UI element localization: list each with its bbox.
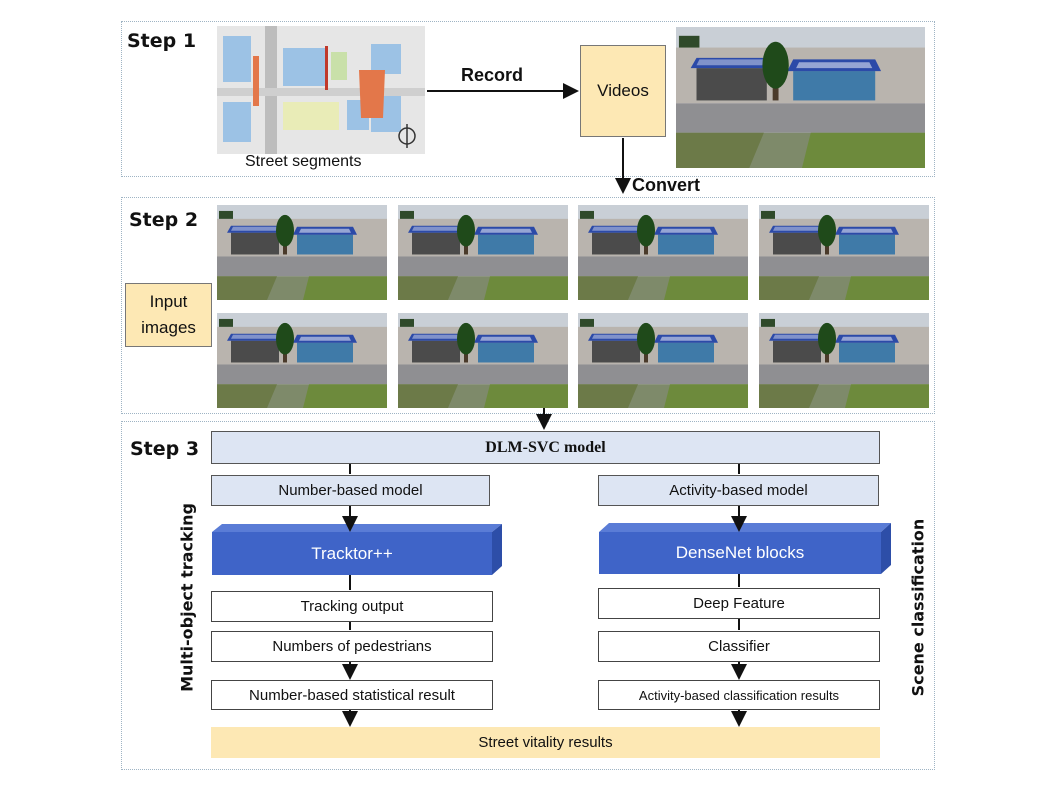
frame-image	[759, 313, 929, 408]
dlm-svc-model-box: DLM-SVC model	[211, 431, 880, 464]
frame-image	[578, 313, 748, 408]
densenet-block	[599, 523, 891, 574]
deep-feature-box: Deep Feature	[598, 588, 880, 619]
step2-panel	[121, 197, 935, 414]
videos-box: Videos	[580, 45, 666, 137]
classifier-box: Classifier	[598, 631, 880, 662]
activity-classification-result-box: Activity-based classification results	[598, 680, 880, 710]
street-scene-image	[676, 27, 925, 168]
input-images-box: Input images	[125, 283, 212, 347]
step3-title: Step 3	[130, 438, 200, 460]
street-map-image	[217, 26, 425, 154]
frame-image	[217, 313, 387, 408]
frame-image	[398, 313, 568, 408]
tracktor-block	[212, 524, 502, 575]
number-based-model-box: Number-based model	[211, 475, 490, 506]
tracking-output-box: Tracking output	[211, 591, 493, 622]
activity-based-model-box: Activity-based model	[598, 475, 879, 506]
frame-image	[398, 205, 568, 300]
multi-object-tracking-label: Multi-object tracking	[177, 503, 197, 692]
densenet-label: DenseNet blocks	[675, 543, 805, 562]
street-vitality-results-box: Street vitality results	[211, 727, 880, 758]
step1-title: Step 1	[127, 30, 197, 52]
map-caption: Street segments	[245, 153, 362, 170]
convert-label: Convert	[632, 175, 701, 195]
tracktor-label: Tracktor++	[311, 543, 393, 563]
frame-image	[217, 205, 387, 300]
step3-panel	[121, 421, 935, 770]
scene-classification-label: Scene classification	[908, 518, 928, 697]
pedestrian-count-box: Numbers of pedestrians	[211, 631, 493, 662]
record-label: Record	[461, 65, 524, 85]
number-statistical-result-box: Number-based statistical result	[211, 680, 493, 710]
step1-panel	[121, 21, 935, 177]
frame-image	[759, 205, 929, 300]
frame-image	[578, 205, 748, 300]
step2-title: Step 2	[129, 209, 199, 231]
